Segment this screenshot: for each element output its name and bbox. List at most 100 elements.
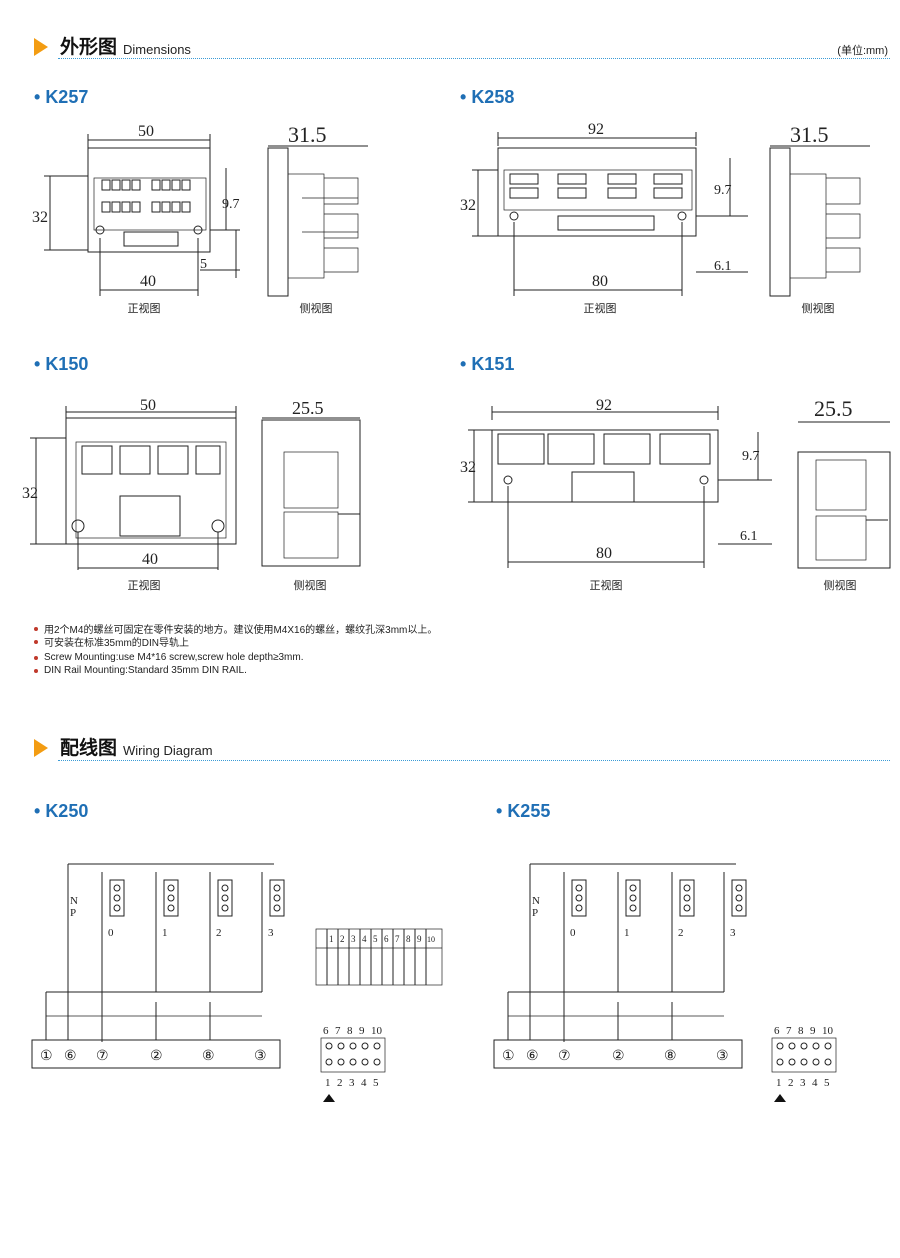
svg-text:2: 2	[340, 934, 345, 944]
svg-text:10: 10	[371, 1025, 383, 1037]
svg-text:40: 40	[140, 273, 156, 290]
svg-text:32: 32	[460, 197, 476, 214]
svg-text:9.7: 9.7	[742, 449, 760, 464]
divider	[58, 58, 890, 59]
svg-text:6: 6	[774, 1025, 780, 1037]
svg-text:3: 3	[730, 927, 736, 939]
dimensions-title-cn: 外形图	[60, 36, 118, 58]
arrow-icon	[34, 739, 48, 757]
svg-text:①: ①	[40, 1049, 53, 1064]
unit-label: (单位:mm)	[837, 45, 888, 57]
svg-text:9: 9	[810, 1025, 816, 1037]
svg-text:9.7: 9.7	[222, 197, 240, 212]
k258-front-caption: 正视图	[583, 302, 617, 315]
svg-text:9.7: 9.7	[714, 183, 732, 198]
svg-text:⑧: ⑧	[202, 1049, 215, 1064]
model-label-k258: • K258	[460, 87, 515, 107]
bullet-icon	[34, 626, 38, 631]
svg-text:6.1: 6.1	[740, 529, 758, 544]
k150-front-drawing: 50 32 40	[22, 397, 237, 570]
note-4: DIN Rail Mounting:Standard 35mm DIN RAIL…	[34, 665, 247, 676]
svg-text:1: 1	[329, 934, 334, 944]
svg-text:10: 10	[822, 1025, 834, 1037]
svg-text:0: 0	[108, 927, 114, 939]
model-label-k257: • K257	[34, 87, 89, 107]
svg-text:25.5: 25.5	[814, 396, 853, 421]
svg-text:⑥: ⑥	[64, 1049, 77, 1064]
svg-text:1: 1	[325, 1077, 331, 1089]
k255-connector: 6 7 8 9 10 1 2 3 4 5	[771, 1025, 837, 1102]
svg-text:40: 40	[142, 551, 158, 568]
k258-front-drawing: 92 32 80 9.7 6.1	[460, 121, 748, 296]
bullet-icon	[34, 655, 38, 660]
k257-side-drawing: 31.5	[267, 122, 368, 297]
svg-text:4: 4	[361, 1077, 367, 1089]
svg-text:50: 50	[140, 397, 156, 414]
svg-text:①: ①	[502, 1049, 515, 1064]
bullet-icon	[34, 639, 38, 644]
note-3: Screw Mounting:use M4*16 screw,screw hol…	[34, 652, 304, 663]
svg-text:1: 1	[776, 1077, 782, 1089]
svg-text:P: P	[532, 907, 538, 919]
k250-pin-table: 1 2 3 4 5 6 7 8 9 10	[315, 928, 443, 986]
svg-text:0: 0	[570, 927, 576, 939]
svg-text:⑦: ⑦	[558, 1049, 571, 1064]
svg-text:3: 3	[351, 934, 356, 944]
svg-text:5: 5	[200, 257, 207, 272]
triangle-marker-icon	[323, 1094, 335, 1102]
svg-text:80: 80	[592, 273, 608, 290]
k151-side-drawing: 25.5	[797, 396, 891, 569]
svg-text:9: 9	[359, 1025, 365, 1037]
svg-text:10: 10	[427, 935, 435, 944]
svg-text:4: 4	[812, 1077, 818, 1089]
svg-text:7: 7	[786, 1025, 792, 1037]
svg-text:8: 8	[347, 1025, 353, 1037]
triangle-marker-icon	[774, 1094, 786, 1102]
svg-text:⑦: ⑦	[96, 1049, 109, 1064]
svg-text:92: 92	[596, 397, 612, 414]
svg-text:5: 5	[373, 1077, 379, 1089]
svg-text:2: 2	[216, 927, 222, 939]
svg-text:2: 2	[788, 1077, 794, 1089]
dimensions-title-en: Dimensions	[123, 42, 191, 57]
note-1: 用2个M4的螺丝可固定在零件安装的地方。建议使用M4X16的螺丝，螺纹孔深3mm…	[34, 621, 437, 636]
k258-side-caption: 侧视图	[801, 302, 835, 315]
svg-text:2: 2	[337, 1077, 343, 1089]
svg-text:⑧: ⑧	[664, 1049, 677, 1064]
svg-text:3: 3	[800, 1077, 806, 1089]
svg-text:32: 32	[32, 209, 48, 226]
k151-front-caption: 正视图	[589, 579, 623, 592]
svg-text:80: 80	[596, 545, 612, 562]
svg-text:8: 8	[406, 934, 411, 944]
svg-text:⑥: ⑥	[526, 1049, 539, 1064]
svg-text:5: 5	[373, 934, 378, 944]
arrow-icon	[34, 38, 48, 56]
svg-text:6.1: 6.1	[714, 259, 732, 274]
wiring-title-en: Wiring Diagram	[123, 743, 213, 758]
svg-text:25.5: 25.5	[292, 398, 324, 418]
svg-text:③: ③	[254, 1049, 267, 1064]
svg-text:8: 8	[798, 1025, 804, 1037]
k257-front-caption: 正视图	[127, 302, 161, 315]
k150-front-caption: 正视图	[127, 579, 161, 592]
model-label-k150: • K150	[34, 354, 89, 374]
k250-wiring-diagram: N P 0 1 2 3 ① ⑥ ⑦ ② ⑧ ③	[31, 863, 285, 1069]
svg-text:1: 1	[162, 927, 168, 939]
note-2: 可安装在标准35mm的DIN导轨上	[34, 634, 189, 649]
k257-front-drawing: 50 32 40 9.7 5	[32, 123, 240, 296]
svg-text:31.5: 31.5	[790, 122, 829, 147]
model-label-k255: • K255	[496, 801, 551, 821]
k257-side-caption: 侧视图	[299, 302, 333, 315]
svg-text:N: N	[532, 895, 540, 907]
wiring-header: 配线图 Wiring Diagram	[34, 733, 213, 760]
k250-connector: 6 7 8 9 10 1 2 3 4 5	[320, 1025, 386, 1102]
bullet-icon	[34, 668, 38, 673]
svg-text:3: 3	[349, 1077, 355, 1089]
k150-side-drawing: 25.5	[261, 398, 361, 567]
svg-text:92: 92	[588, 121, 604, 138]
svg-text:1: 1	[624, 927, 630, 939]
svg-text:②: ②	[150, 1049, 163, 1064]
dimensions-header: 外形图 Dimensions	[34, 32, 191, 59]
svg-text:4: 4	[362, 934, 367, 944]
svg-text:7: 7	[395, 934, 400, 944]
